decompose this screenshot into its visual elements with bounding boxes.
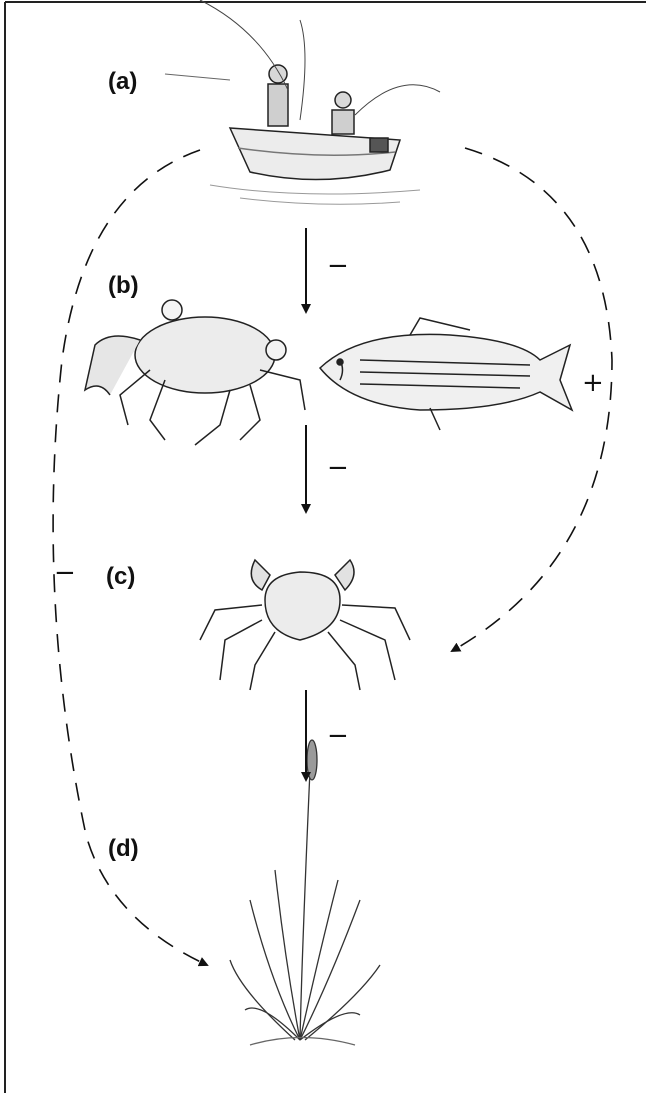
fishermen-boat-icon xyxy=(165,0,440,204)
effect-sign-indirect-a-to-d: − xyxy=(54,560,76,586)
effect-sign-a-to-b: − xyxy=(327,253,349,279)
blue-crab-icon xyxy=(85,300,305,445)
stage-label-d: (d) xyxy=(108,835,139,863)
effect-sign-indirect-a-to-c: + xyxy=(582,370,604,396)
stage-label-a: (a) xyxy=(108,68,137,96)
stage-label-c: (c) xyxy=(106,563,135,591)
effect-sign-b-to-c: − xyxy=(327,455,349,481)
marsh-crab-icon xyxy=(200,560,410,690)
striped-bass-icon xyxy=(320,318,572,430)
effect-sign-c-to-d: − xyxy=(327,723,349,749)
cordgrass-icon xyxy=(230,740,380,1045)
stage-label-b: (b) xyxy=(108,272,139,300)
